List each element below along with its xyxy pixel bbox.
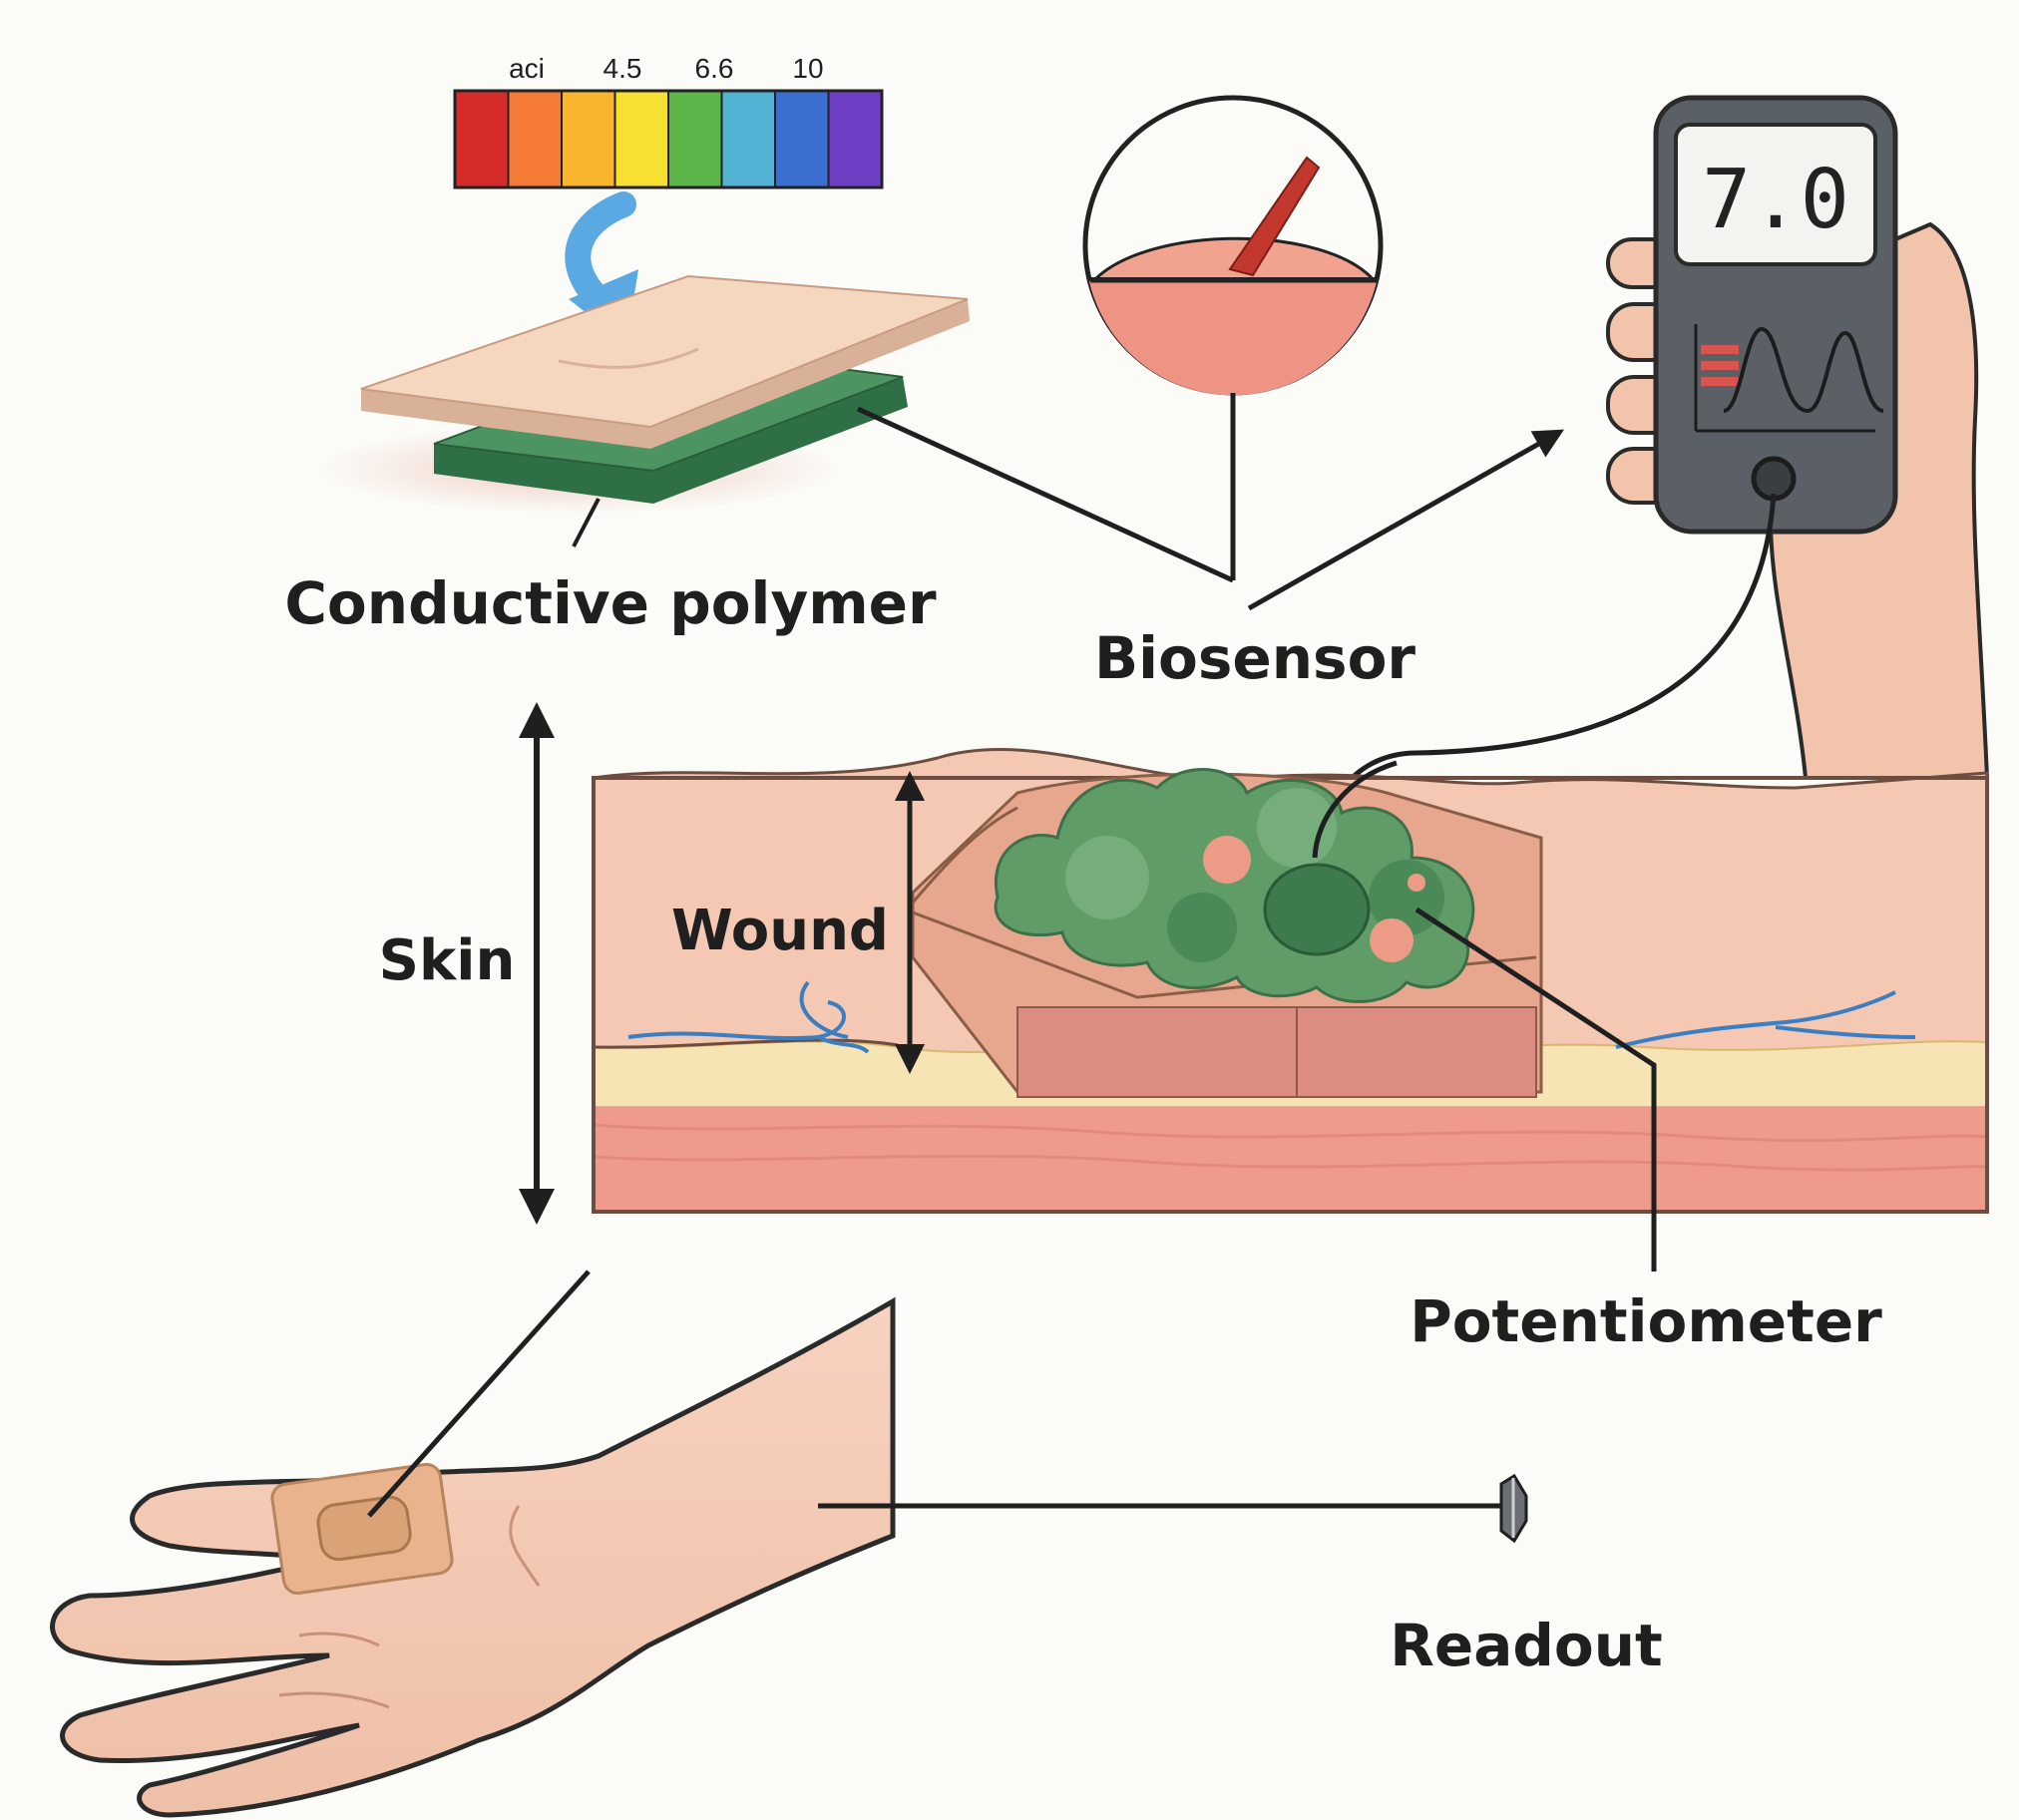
granulation-nodule bbox=[1167, 893, 1237, 962]
electrode-pad bbox=[1263, 863, 1371, 956]
ph-color-swatch bbox=[667, 90, 723, 188]
potentiometer-device: 7.0 bbox=[1653, 95, 1898, 535]
biosensor-label: Biosensor bbox=[1094, 624, 1415, 692]
ph-tick-label: 4.5 bbox=[604, 53, 642, 84]
granulation-nodule bbox=[1065, 836, 1149, 919]
magnified-tissue-bulge bbox=[1089, 236, 1379, 283]
ph-bar-border bbox=[453, 89, 884, 189]
ph-color-swatch bbox=[827, 90, 883, 188]
polymer-top-edge bbox=[361, 299, 970, 449]
tissue-spot bbox=[1408, 874, 1425, 892]
ph-tick-label: aci bbox=[509, 53, 545, 84]
meter-reading: 7.0 bbox=[1702, 153, 1849, 247]
readout-label: Readout bbox=[1390, 1612, 1663, 1679]
potentiometer-leader-line bbox=[1414, 907, 1657, 1272]
granulation-nodule bbox=[1257, 788, 1337, 868]
waveform-line bbox=[1723, 326, 1884, 414]
device-jack bbox=[1751, 456, 1797, 502]
forearm-with-patch bbox=[50, 1296, 896, 1818]
waveform-bar bbox=[1701, 377, 1739, 386]
granulation-mass bbox=[994, 768, 1475, 1003]
ph-tick-label: 10 bbox=[792, 53, 823, 84]
ph-color-bar bbox=[454, 90, 883, 188]
wound-granulation-tissue bbox=[994, 768, 1475, 1003]
ph-color-swatch bbox=[774, 90, 830, 188]
waveform-bar bbox=[1701, 361, 1739, 370]
biosensor-arrow-to-meter bbox=[1247, 429, 1565, 611]
readout-connector-icon bbox=[1499, 1473, 1528, 1544]
conductive-polymer-label: Conductive polymer bbox=[284, 569, 937, 637]
waveform-graph bbox=[1694, 324, 1884, 433]
wound-label: Wound bbox=[671, 899, 889, 963]
arm-and-hand bbox=[50, 1296, 896, 1818]
potentiometer-label: Potentiometer bbox=[1410, 1287, 1882, 1355]
electrode-wire bbox=[1312, 760, 1398, 859]
polymer-crease bbox=[558, 347, 699, 369]
skin-label: Skin bbox=[379, 928, 516, 993]
ph-color-swatch bbox=[454, 90, 510, 188]
ph-scale: aci 4.5 6.6 10 bbox=[453, 53, 884, 189]
patch-leader-line bbox=[367, 1270, 591, 1518]
patch-sensor-pad bbox=[316, 1495, 412, 1562]
conductive-polymer-illustration bbox=[319, 274, 970, 514]
blood-vessel bbox=[1615, 990, 1916, 1049]
ph-color-swatch bbox=[507, 90, 563, 188]
ph-color-swatch bbox=[561, 90, 616, 188]
tissue-spot bbox=[1203, 836, 1251, 884]
polymer-green-edge bbox=[434, 377, 908, 504]
blood-vessel bbox=[627, 980, 870, 1054]
polymer-leader-line bbox=[572, 498, 601, 547]
biosensor-leader-left bbox=[856, 406, 1235, 583]
magnified-tissue bbox=[1088, 277, 1378, 396]
ph-color-swatch bbox=[720, 90, 776, 188]
magnified-sensor-view bbox=[1082, 95, 1384, 580]
ph-tick-label: 6.6 bbox=[695, 53, 734, 84]
sensor-probe-icon bbox=[1228, 156, 1321, 277]
wound-base-tissue bbox=[1016, 1006, 1537, 1098]
tissue-spot bbox=[1370, 918, 1413, 962]
ph-color-swatch bbox=[613, 90, 669, 188]
polymer-top-layer bbox=[360, 274, 969, 429]
waveform-bar bbox=[1701, 345, 1739, 354]
device-display bbox=[1674, 123, 1877, 266]
